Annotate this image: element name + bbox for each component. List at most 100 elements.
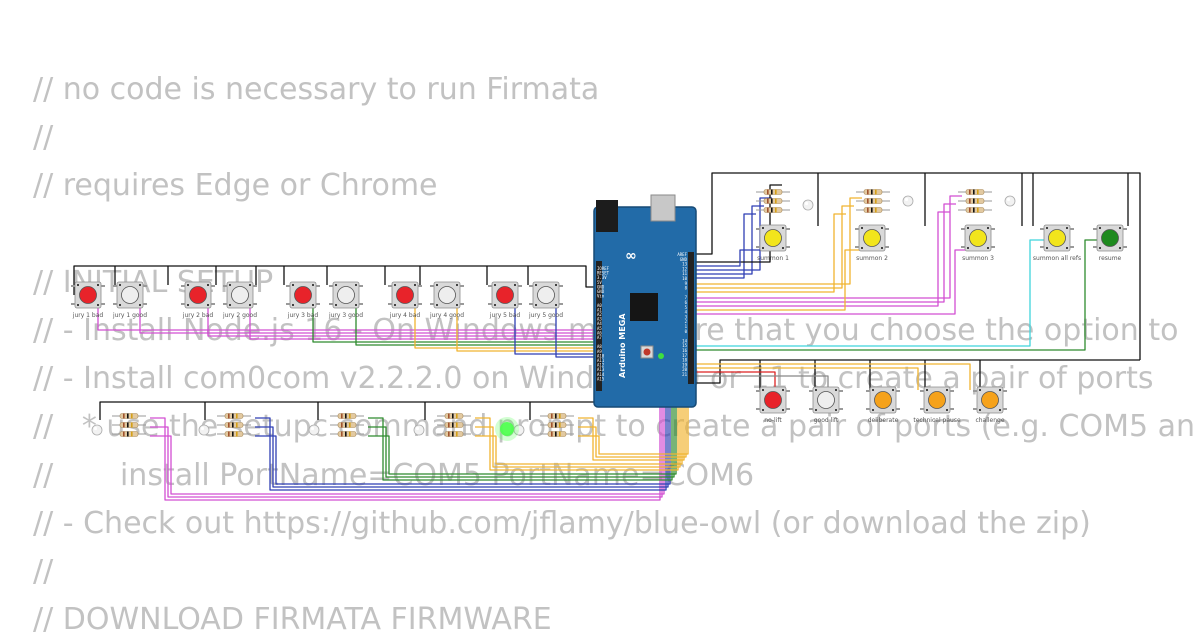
signal-wire xyxy=(694,375,829,390)
signal-wire xyxy=(456,307,594,352)
resistor-band xyxy=(452,413,454,419)
button-corner-pin xyxy=(1046,247,1048,249)
push-button[interactable]: jury 3 bad xyxy=(286,281,320,319)
pin-label: 9 xyxy=(685,281,688,286)
button-cap xyxy=(817,391,835,409)
signal-wire xyxy=(97,307,594,331)
push-button[interactable]: summon 1 xyxy=(756,224,790,262)
button-corner-pin xyxy=(999,409,1001,411)
button-lead xyxy=(418,285,422,287)
button-corner-pin xyxy=(861,247,863,249)
button-label: deliberate xyxy=(868,417,899,424)
button-lead xyxy=(71,285,75,287)
button-lead xyxy=(991,228,995,230)
button-corner-pin xyxy=(312,304,314,306)
button-label: challenge xyxy=(975,417,1004,424)
rgb-led xyxy=(902,195,914,207)
pin-label: 12 xyxy=(682,266,687,271)
button-corner-pin xyxy=(335,284,337,286)
led-highlight xyxy=(904,197,909,202)
push-button[interactable]: jury 1 good xyxy=(112,281,147,319)
button-corner-pin xyxy=(782,389,784,391)
led-highlight xyxy=(415,426,420,431)
resistor-band xyxy=(452,431,454,437)
pin-label: Vin xyxy=(597,294,605,299)
push-button[interactable]: challenge xyxy=(973,386,1007,424)
button-lead xyxy=(223,303,227,305)
push-button[interactable]: good lift xyxy=(809,386,843,424)
signal-wire xyxy=(139,307,594,334)
resistor-band xyxy=(236,422,238,428)
button-label: jury 3 bad xyxy=(287,312,319,319)
resistor-band xyxy=(341,422,343,428)
push-button[interactable]: jury 4 bad xyxy=(388,281,422,319)
signal-wire xyxy=(255,407,671,485)
resistor-band xyxy=(123,422,125,428)
pin-label: A0 xyxy=(597,303,602,308)
push-button[interactable]: resume xyxy=(1093,224,1127,262)
button-label: summon 1 xyxy=(757,255,789,262)
push-button[interactable]: summon all refs xyxy=(1033,224,1081,262)
button-corner-pin xyxy=(926,409,928,411)
code-line: // xyxy=(33,120,54,156)
button-lead xyxy=(518,285,522,287)
push-button[interactable]: technical pause xyxy=(913,386,961,424)
button-corner-pin xyxy=(249,284,251,286)
resistor-band xyxy=(867,198,869,204)
resistor-band xyxy=(551,413,553,419)
rgb-led-icon xyxy=(902,195,914,207)
signal-wire xyxy=(694,184,782,263)
button-lead xyxy=(418,303,422,305)
push-button[interactable]: jury 3 good xyxy=(328,281,363,319)
left-pin-labels: IOREFRESET3.3V5VGNDGNDVinA0A1A2A3A4A5A6A… xyxy=(597,266,610,381)
button-label: no-lift xyxy=(764,417,782,424)
rgb-led xyxy=(198,424,210,436)
pin-label: 0 xyxy=(685,329,688,334)
microcontroller-chip xyxy=(630,293,658,321)
button-corner-pin xyxy=(229,284,231,286)
button-corner-pin xyxy=(394,284,396,286)
push-button[interactable]: deliberate xyxy=(866,386,900,424)
signal-wire xyxy=(555,307,594,358)
push-button[interactable]: summon 3 xyxy=(961,224,995,262)
resistor xyxy=(337,422,357,428)
pin-label: A7 xyxy=(597,335,602,340)
resistor xyxy=(224,422,244,428)
signal-wire xyxy=(694,213,846,293)
button-lead xyxy=(329,303,333,305)
button-lead xyxy=(786,246,790,248)
push-button[interactable]: jury 2 good xyxy=(222,281,257,319)
button-lead xyxy=(559,303,563,305)
resistor-band xyxy=(969,207,971,213)
resistor xyxy=(119,413,139,419)
arduino-mega-board[interactable]: ∞ Arduino MEGA IOREFRESET3.3V5VGNDGNDVin… xyxy=(593,194,697,408)
button-corner-pin xyxy=(414,284,416,286)
button-corner-pin xyxy=(414,304,416,306)
pin-label: A13 xyxy=(597,367,605,372)
push-button[interactable]: jury 5 good xyxy=(528,281,563,319)
resistor-bank xyxy=(756,189,790,213)
button-cap xyxy=(981,391,999,409)
button-lead xyxy=(113,303,117,305)
push-button[interactable]: jury 1 bad xyxy=(71,281,105,319)
push-button[interactable]: summon 2 xyxy=(855,224,889,262)
push-button[interactable]: jury 2 bad xyxy=(181,281,215,319)
button-corner-pin xyxy=(119,284,121,286)
button-corner-pin xyxy=(1066,247,1068,249)
resistor-band xyxy=(771,189,773,195)
button-corner-pin xyxy=(946,389,948,391)
signal-wire xyxy=(694,211,950,307)
signal-wire xyxy=(694,249,860,311)
button-lead xyxy=(950,390,954,392)
push-button[interactable]: no-lift xyxy=(756,386,790,424)
resistor-band xyxy=(555,422,557,428)
button-corner-pin xyxy=(1066,227,1068,229)
signal-wire xyxy=(694,205,854,289)
button-corner-pin xyxy=(999,389,1001,391)
push-button[interactable]: jury 4 good xyxy=(429,281,464,319)
resistor-bank xyxy=(958,189,992,213)
pin-label: GND xyxy=(680,257,688,262)
push-button[interactable]: jury 5 bad xyxy=(488,281,522,319)
resistor-band xyxy=(452,422,454,428)
pin-label: 15 xyxy=(682,343,687,348)
